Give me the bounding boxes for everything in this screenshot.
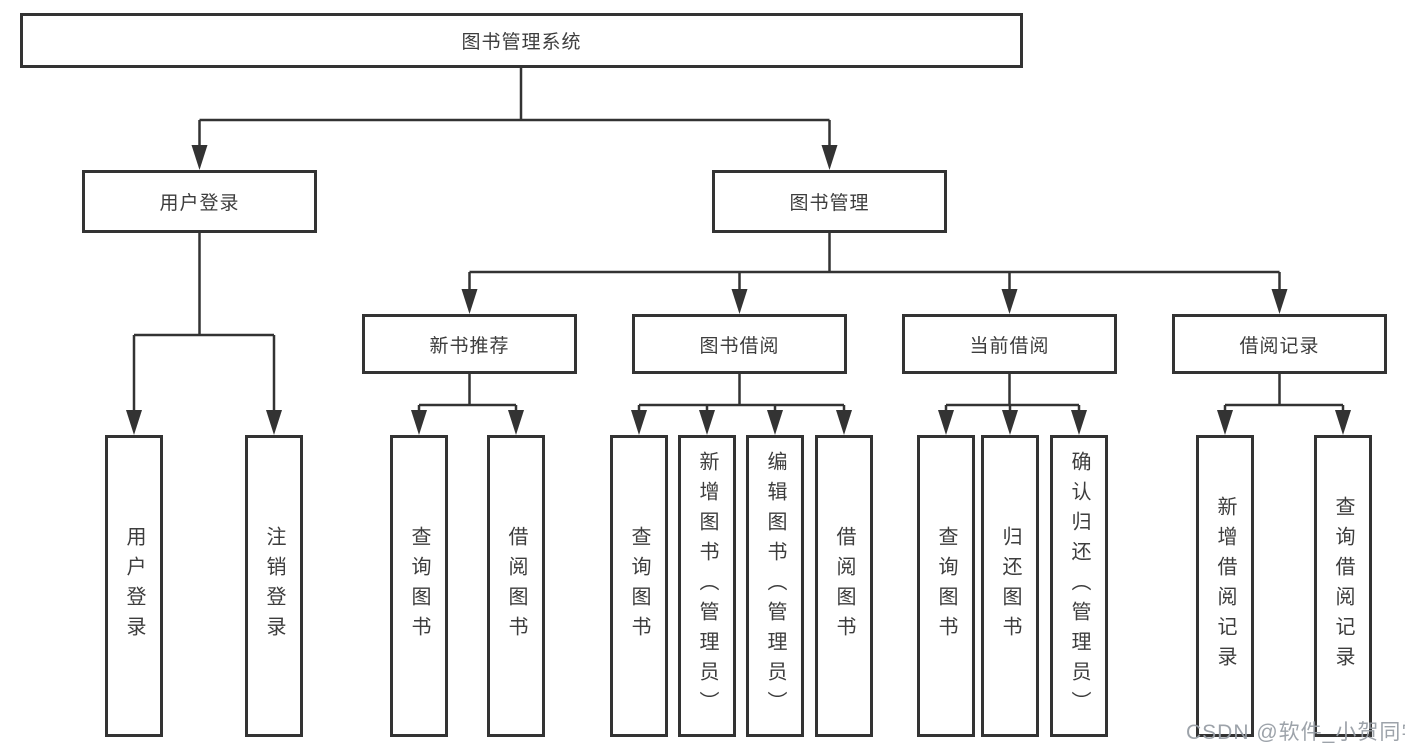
arrowhead [461, 289, 478, 314]
connector-book-management [468, 233, 1281, 296]
arrowhead [1071, 410, 1087, 435]
leaf-newbook-query-books: 查询图书 [390, 435, 448, 737]
arrowhead [1335, 410, 1351, 435]
node-label: 图书管理 [789, 193, 870, 214]
leaf-records-query-record: 查询借阅记录 [1314, 435, 1372, 737]
leaf-current-return-books: 归还图书 [981, 435, 1039, 737]
arrowhead [411, 410, 427, 435]
leaf-current-confirm-return-admin: 确认归还（管理员） [1050, 435, 1108, 737]
leaf-label: 借阅图书 [833, 526, 855, 646]
connector-current-borrow [944, 374, 1081, 416]
leaf-borrow-borrow-books: 借阅图书 [815, 435, 873, 737]
arrowhead [836, 410, 852, 435]
leaf-label: 归还图书 [999, 526, 1021, 646]
connector-new-book [417, 374, 518, 416]
leaf-label: 用户登录 [123, 526, 145, 646]
leaf-label: 新增借阅记录 [1214, 496, 1236, 676]
arrowhead [767, 410, 783, 435]
leaf-borrow-add-books-admin: 新增图书（管理员） [678, 435, 736, 737]
leaf-logout: 注销登录 [245, 435, 303, 737]
node-book-management: 图书管理 [712, 170, 947, 233]
connector-book-borrow [637, 374, 846, 416]
node-label: 借阅记录 [1239, 335, 1320, 357]
node-new-book-recommend: 新书推荐 [362, 314, 577, 374]
node-current-borrow: 当前借阅 [902, 314, 1117, 374]
leaf-label: 确认归还（管理员） [1068, 451, 1090, 721]
arrowheads [126, 145, 1351, 435]
node-user-login-group: 用户登录 [82, 170, 317, 233]
leaf-newbook-borrow-books: 借阅图书 [487, 435, 545, 737]
leaf-current-query-books: 查询图书 [917, 435, 975, 737]
arrowhead [1271, 289, 1288, 314]
leaf-label: 查询借阅记录 [1332, 496, 1354, 676]
node-label: 当前借阅 [969, 335, 1050, 357]
arrowhead [631, 410, 647, 435]
connector-borrow-records [1223, 374, 1345, 416]
connector-root [198, 68, 831, 152]
arrowhead [191, 145, 208, 170]
csdn-watermark: CSDN @软件_小贺同学 [1186, 721, 1405, 744]
leaf-borrow-query-books: 查询图书 [610, 435, 668, 737]
connector-user-login [132, 233, 276, 416]
node-label: 新书推荐 [429, 335, 510, 357]
node-label: 用户登录 [159, 193, 240, 214]
leaf-label: 编辑图书（管理员） [764, 451, 786, 721]
arrowhead [1001, 289, 1018, 314]
leaf-label: 查询图书 [935, 526, 957, 646]
arrowhead [1217, 410, 1233, 435]
arrowhead [731, 289, 748, 314]
leaf-label: 新增图书（管理员） [696, 451, 718, 721]
arrowhead [126, 410, 142, 435]
leaf-label: 查询图书 [408, 526, 430, 646]
leaf-label: 注销登录 [263, 526, 285, 646]
node-root-library-system: 图书管理系统 [20, 13, 1023, 68]
node-borrow-records: 借阅记录 [1172, 314, 1387, 374]
arrowhead [938, 410, 954, 435]
arrowhead [266, 410, 282, 435]
arrowhead [699, 410, 715, 435]
leaf-borrow-edit-books-admin: 编辑图书（管理员） [746, 435, 804, 737]
leaf-records-add-record: 新增借阅记录 [1196, 435, 1254, 737]
arrowhead [1002, 410, 1018, 435]
node-root-label: 图书管理系统 [461, 32, 582, 53]
leaf-label: 借阅图书 [505, 526, 527, 646]
leaf-user-login: 用户登录 [105, 435, 163, 737]
node-book-borrow: 图书借阅 [632, 314, 847, 374]
arrowhead [821, 145, 838, 170]
arrowhead [508, 410, 524, 435]
node-label: 图书借阅 [699, 335, 780, 357]
leaf-label: 查询图书 [628, 526, 650, 646]
